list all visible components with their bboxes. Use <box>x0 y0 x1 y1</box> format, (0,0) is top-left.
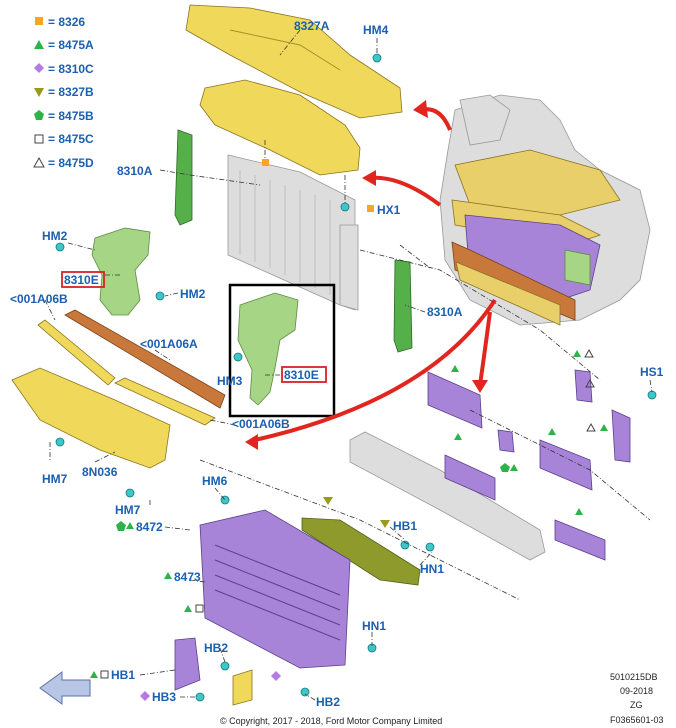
active-grille-shutter-parts <box>427 369 631 561</box>
label-hx1: HX1 <box>377 203 401 217</box>
label-hb3: HB3 <box>152 690 176 704</box>
label-hm6: HM6 <box>202 474 228 488</box>
label-hb2-right: HB2 <box>316 695 340 709</box>
radiator <box>227 154 359 311</box>
label-hm7-left: HM7 <box>42 472 68 486</box>
label-hn1-upper: HN1 <box>420 562 444 576</box>
doc-id: 5010215DB <box>610 672 658 682</box>
grille-shutter-frame <box>174 509 351 706</box>
region-code: ZG <box>630 700 643 710</box>
open-triangle-icon <box>33 156 45 168</box>
label-hm2-right: HM2 <box>180 287 206 301</box>
radiator-support-cover <box>185 4 403 119</box>
label-8310e-right: 8310E <box>284 368 319 382</box>
detail-box <box>228 283 336 418</box>
air-deflector-strip-upper <box>37 319 116 386</box>
legend-item-8475d: = 8475D <box>48 156 94 170</box>
label-hm3: HM3 <box>217 374 243 388</box>
legend-item-8326: = 8326 <box>48 15 85 29</box>
label-8n036: 8N036 <box>82 465 118 479</box>
green-triangle-icon <box>34 40 44 49</box>
doc-date: 09-2018 <box>620 686 653 696</box>
open-square-icon <box>34 134 44 144</box>
legend-item-8327b: = 8327B <box>48 85 94 99</box>
label-hb1-upper: HB1 <box>393 519 417 533</box>
seal-strip <box>301 517 421 586</box>
bumper-beam <box>349 431 546 561</box>
front-direction-arrow-icon <box>39 671 91 705</box>
legend: = 8326 = 8475A = 8310C = 8327B = 8475B =… <box>33 15 94 170</box>
legend-item-8475a: = 8475A <box>48 38 94 52</box>
label-hb1-lower: HB1 <box>111 668 135 682</box>
olive-triangle-down-icon <box>34 88 44 97</box>
label-001a06a: <001A06A <box>140 337 198 351</box>
label-001a06b-top: <001A06B <box>10 292 68 306</box>
orange-square-icon <box>35 17 43 25</box>
green-pentagon-icon <box>34 110 44 120</box>
highlight-box-8310e-left <box>61 271 105 288</box>
direction-arrows <box>245 100 497 450</box>
label-001a06b-bottom: <001A06B <box>232 417 290 431</box>
air-deflector-strip-lower <box>114 377 216 426</box>
air-guide-right <box>237 292 299 406</box>
figure-id: F0365601-03 <box>610 715 664 725</box>
leader-lines <box>44 29 653 701</box>
upper-air-deflector <box>199 79 361 176</box>
side-bracket-right <box>393 259 413 353</box>
label-hm4: HM4 <box>363 23 389 37</box>
vehicle-front-end <box>439 94 651 326</box>
label-8310a-top: 8310A <box>117 164 153 178</box>
air-deflector-strip-orange <box>64 309 226 409</box>
symbol-markers <box>90 159 608 701</box>
copyright-text: © Copyright, 2017 - 2018, Ford Motor Com… <box>220 716 442 726</box>
label-hs1: HS1 <box>640 365 664 379</box>
highlight-box-8310e-right <box>281 366 327 383</box>
label-hm2-left: HM2 <box>42 229 68 243</box>
label-hn1-lower: HN1 <box>362 619 386 633</box>
label-8310a-right: 8310A <box>427 305 463 319</box>
legend-item-8475c: = 8475C <box>48 132 94 146</box>
callout-labels: 8327A HM4 8310A HX1 HM2 8310E HM2 <001A0… <box>10 19 664 709</box>
label-hm7-right: HM7 <box>115 503 141 517</box>
legend-item-8310c: = 8310C <box>48 62 94 76</box>
side-bracket-left <box>174 129 193 226</box>
footer: © Copyright, 2017 - 2018, Ford Motor Com… <box>220 672 664 726</box>
label-8327a: 8327A <box>294 19 330 33</box>
label-8310e-left: 8310E <box>64 273 99 287</box>
fasteners <box>55 53 657 702</box>
legend-item-8475b: = 8475B <box>48 109 94 123</box>
label-hb2-left: HB2 <box>204 641 228 655</box>
label-8473: 8473 <box>174 570 201 584</box>
lower-splash-shield <box>11 367 171 469</box>
purple-diamond-icon <box>34 63 44 73</box>
label-8472: 8472 <box>136 520 163 534</box>
